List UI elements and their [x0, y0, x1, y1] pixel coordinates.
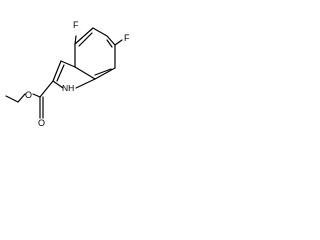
bond-c2-n: [52, 80, 64, 89]
bond-c4-f: [74, 35, 77, 45]
bond-carbonyl-ester-o: [32, 93, 41, 98]
nh-label: NH: [62, 83, 74, 93]
bond-c7-c7a-inner: [94, 68, 112, 76]
bond-c5-c6: [106, 35, 116, 46]
bond-c7a-c3a: [74, 66, 96, 80]
fluorine-right-label: F: [124, 33, 130, 43]
bond-n-c7a: [75, 78, 96, 89]
molecule-structure: F F NH O O: [5, 20, 130, 128]
bond-c4-top: [74, 27, 94, 45]
bond-c6-f: [114, 39, 123, 46]
bond-c7-c7a: [94, 67, 116, 80]
structure-canvas: F F NH O O: [0, 0, 150, 150]
fluorine-top-label: F: [73, 20, 79, 30]
bond-ch2-ch3: [5, 95, 19, 103]
bond-c3-c2: [52, 60, 62, 82]
carbonyl-oxygen-label: O: [38, 118, 45, 128]
bond-c5-c6-inner: [106, 39, 113, 48]
bond-c4-top-inner: [78, 32, 93, 47]
bond-c4-c5: [92, 27, 108, 37]
ester-oxygen-label: O: [25, 90, 32, 100]
bond-ester-o-ch2: [17, 93, 26, 103]
bond-c3-c2-inner: [56, 64, 65, 82]
bond-c2-carbonyl: [39, 80, 54, 98]
bond-c3a-c3: [60, 60, 76, 68]
